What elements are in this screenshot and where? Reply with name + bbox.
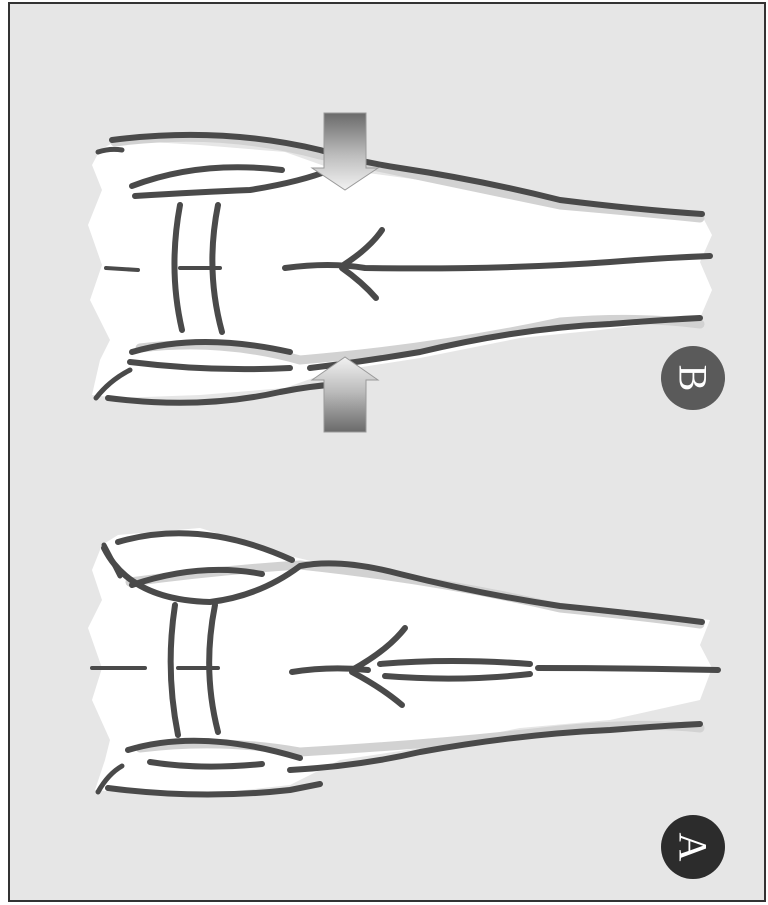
panel-a-label: A (671, 833, 716, 862)
panel-b-mark-1 (106, 268, 138, 270)
panel-a-split-upper (380, 661, 530, 664)
panel-b-label: B (671, 365, 716, 392)
panel-a-midline-right (538, 668, 718, 670)
panel-b-top-inner-1 (98, 149, 122, 152)
